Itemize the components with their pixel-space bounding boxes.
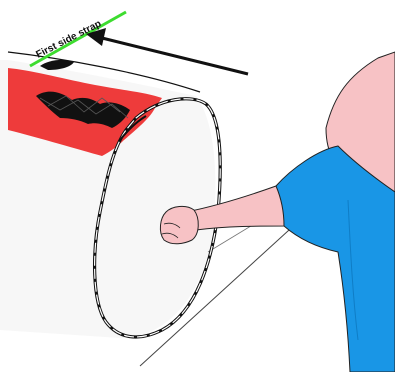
annotation-label: First side strap (34, 18, 103, 60)
arrow-left-icon (86, 28, 248, 74)
worker-fist (160, 206, 198, 243)
worker-shirt (274, 146, 395, 372)
strap-end-cap (40, 60, 74, 70)
